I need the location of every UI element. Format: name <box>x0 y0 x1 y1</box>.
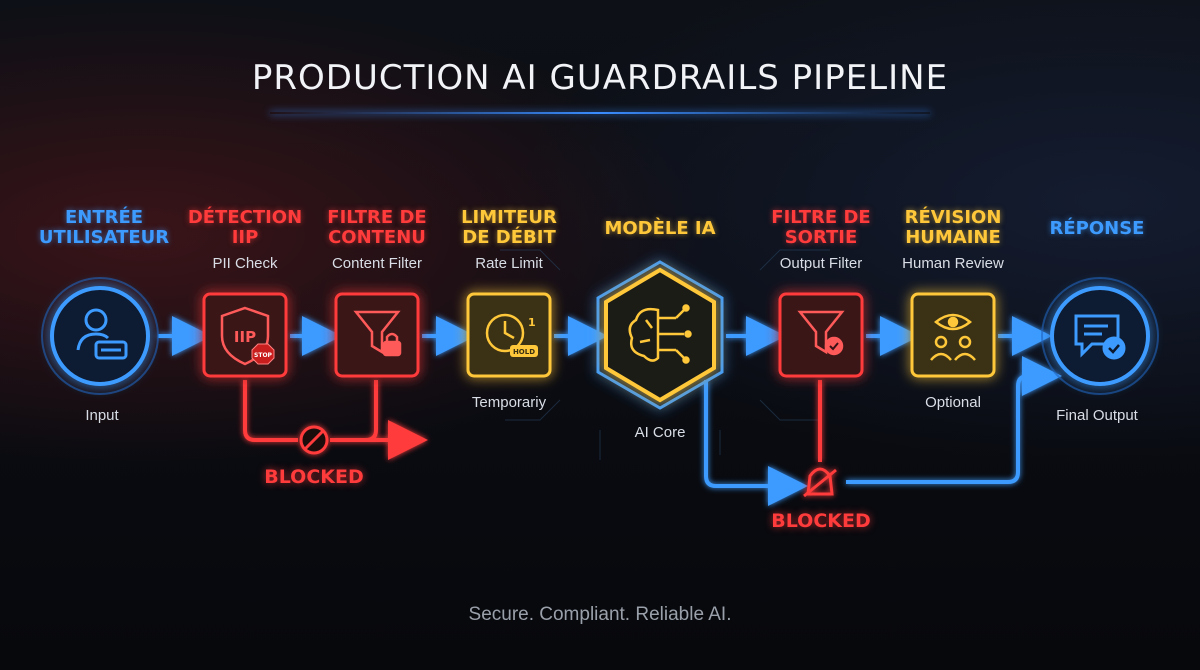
stage-sub-pii: PII Check <box>212 255 278 272</box>
title-underline <box>270 112 930 114</box>
stage-sub-content: Content Filter <box>331 255 423 272</box>
stage-title-line: CONTENU <box>328 227 426 248</box>
stage-ai-core <box>596 260 724 410</box>
prohibited-icon <box>299 425 329 455</box>
shield-stop-icon: IIP STOP <box>220 306 275 366</box>
stage-title-line: HUMAINE <box>905 227 1001 248</box>
blocked-label-output: BLOCKED <box>771 510 871 532</box>
user-keyboard-icon <box>76 308 128 360</box>
diagram-title: PRODUCTION AI GUARDRAILS PIPELINE <box>251 58 949 98</box>
arrow-bypass-to-response <box>846 356 1062 484</box>
stage-sub-rate: Rate Limit <box>475 255 543 272</box>
stage-title-line: ENTRÉE <box>64 207 144 228</box>
pii-blocked-path <box>243 380 298 442</box>
stage-title-line: IIP <box>231 227 259 248</box>
stage-title-line: LIMITEUR <box>461 207 557 228</box>
stage-title-line: MODÈLE IA <box>604 218 716 239</box>
hold-badge-text: HOLD <box>513 348 535 356</box>
caption-review: Optional <box>925 394 981 411</box>
stage-title-line: DÉTECTION <box>187 207 303 228</box>
caption-response: Final Output <box>1056 407 1138 424</box>
stage-pii-check: IIP STOP <box>202 292 288 378</box>
eye-people-icon <box>930 313 976 361</box>
stage-rate-limit: 1 HOLD <box>466 292 552 378</box>
clock-hold-icon: 1 HOLD <box>485 313 538 357</box>
caption-core: AI Core <box>634 424 686 441</box>
blocked-label-upstream: BLOCKED <box>264 466 364 488</box>
stage-title-line: RÉVISION <box>904 207 1002 228</box>
stage-sub-output: Output Filter <box>779 255 863 272</box>
stage-title-content: FILTRE DE CONTENU <box>302 208 452 248</box>
funnel-lock-icon <box>353 310 402 357</box>
stage-title-review: RÉVISION HUMAINE <box>878 208 1028 248</box>
circuit-background <box>500 249 830 460</box>
clock-digit: 1 <box>528 316 536 329</box>
stage-title-line: SORTIE <box>784 227 858 248</box>
stage-input <box>41 277 159 395</box>
stage-response <box>1041 277 1159 395</box>
stage-title-input: ENTRÉE UTILISATEUR <box>29 208 179 248</box>
brain-circuit-icon <box>628 304 692 364</box>
stop-badge-text: STOP <box>254 352 273 359</box>
stage-title-output: FILTRE DE SORTIE <box>746 208 896 248</box>
stage-sub-review: Human Review <box>902 255 1004 272</box>
caption-rate: Temporariy <box>471 394 547 411</box>
stage-human-review <box>910 292 996 378</box>
blocked-bell-icon <box>803 467 837 498</box>
content-blocked-path <box>330 380 378 442</box>
funnel-check-icon <box>797 310 845 356</box>
pii-icon-text: IIP <box>234 328 256 346</box>
stage-title-pii: DÉTECTION IIP <box>170 208 320 248</box>
stage-title-line: FILTRE DE <box>327 207 427 228</box>
stage-output-filter <box>778 292 864 378</box>
stage-title-response: RÉPONSE <box>1022 219 1172 239</box>
caption-input: Input <box>85 407 119 424</box>
arrow-core-bypass <box>704 380 808 506</box>
stage-title-rate: LIMITEUR DE DÉBIT <box>434 208 584 248</box>
stage-title-line: UTILISATEUR <box>38 227 170 248</box>
chat-check-icon <box>1074 314 1126 360</box>
tagline: Secure. Compliant. Reliable AI. <box>468 604 732 625</box>
stage-title-line: RÉPONSE <box>1049 218 1145 239</box>
stage-title-core: MODÈLE IA <box>585 219 735 239</box>
stage-title-line: FILTRE DE <box>771 207 871 228</box>
blocked-paths <box>243 380 822 462</box>
stage-title-line: DE DÉBIT <box>462 227 556 248</box>
main-flow-arrows <box>158 316 1062 506</box>
stage-content-filter <box>334 292 420 378</box>
